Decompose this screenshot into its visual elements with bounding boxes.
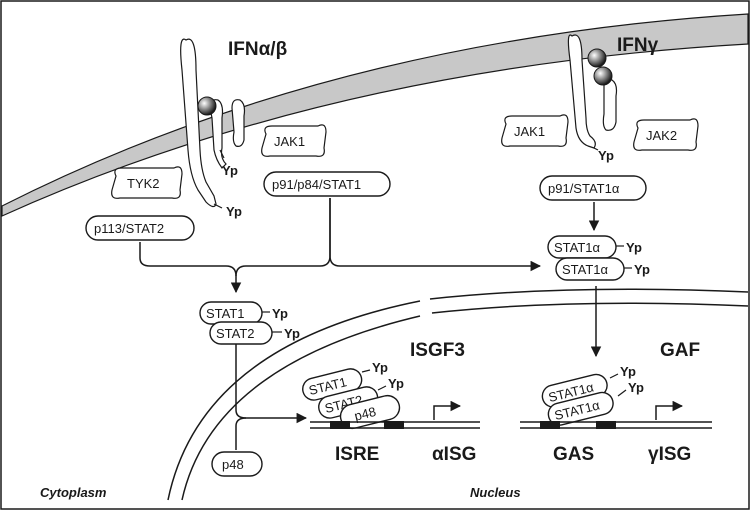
p91-p84-stat1: p91/p84/STAT1: [263, 171, 391, 197]
svg-text:STAT1α: STAT1α: [562, 262, 609, 277]
svg-text:STAT1α: STAT1α: [554, 240, 601, 255]
ifn-ab-receptor-chain-1: [180, 38, 217, 208]
arrow-stat1-to-right-dimer: [329, 198, 542, 272]
ifn-g-ligand-1: [587, 48, 607, 68]
arrow-stat2-to-merge: [139, 242, 242, 294]
isre-dna: [310, 400, 480, 429]
yp-label: Yp: [598, 148, 614, 163]
gas-dna: [520, 400, 712, 429]
ifn-ab-receptor-chain-2: [209, 99, 227, 169]
isgf3-complex: STAT1 Yp STAT2 Yp p48: [302, 360, 404, 430]
gaf-complex: STAT1α Yp STAT1α Yp: [541, 364, 644, 426]
svg-text:JAK1: JAK1: [274, 134, 305, 149]
svg-text:JAK2: JAK2: [646, 128, 677, 143]
svg-text:TYK2: TYK2: [127, 176, 160, 191]
yp-tick: [213, 203, 223, 209]
cell-membrane: [1, 13, 749, 217]
nucleus-label: Nucleus: [470, 485, 521, 500]
yp-label: Yp: [222, 163, 238, 178]
svg-text:p91/STAT1α: p91/STAT1α: [548, 181, 620, 196]
gisg-label: γISG: [648, 444, 691, 465]
isgf3-label: ISGF3: [410, 340, 465, 361]
svg-text:p48: p48: [222, 457, 244, 472]
jak1-right: JAK1: [501, 114, 569, 147]
svg-text:Yp: Yp: [272, 306, 288, 321]
svg-text:STAT1: STAT1: [206, 306, 245, 321]
jak1-left: JAK1: [261, 124, 327, 157]
yp-label: Yp: [226, 204, 242, 219]
svg-text:JAK1: JAK1: [514, 124, 545, 139]
gas-label: GAS: [553, 444, 594, 465]
arrow-stat1-to-merge: [235, 198, 331, 277]
svg-text:p48: p48: [353, 404, 378, 424]
p91-stat1a: p91/STAT1α: [539, 175, 647, 201]
svg-text:Yp: Yp: [628, 380, 644, 395]
stat1a-dimer: STAT1α Yp STAT1α Yp: [547, 235, 650, 281]
svg-text:Yp: Yp: [284, 326, 300, 341]
p113-stat2: p113/STAT2: [85, 215, 195, 241]
p48-cytoplasm: p48: [211, 451, 263, 477]
svg-text:p91/p84/STAT1: p91/p84/STAT1: [272, 177, 361, 192]
yp-tick: [593, 147, 599, 151]
tyk2: TYK2: [111, 166, 183, 199]
svg-text:Yp: Yp: [626, 240, 642, 255]
nuclear-envelope: [167, 288, 749, 501]
ifn-g-receptor-chain-2: [602, 79, 618, 131]
svg-text:STAT2: STAT2: [216, 326, 255, 341]
svg-text:Yp: Yp: [388, 376, 404, 391]
ifn-ab-ligand: [197, 96, 217, 116]
ifn-g-receptor-chain-1: [567, 34, 596, 149]
ifn-g-ligand-2: [593, 66, 613, 86]
isre-label: ISRE: [335, 444, 379, 465]
aisg-label: αISG: [432, 444, 476, 465]
svg-text:p113/STAT2: p113/STAT2: [94, 221, 164, 236]
arrow-p48-to-isgf3: [235, 417, 247, 450]
svg-text:Yp: Yp: [372, 360, 388, 375]
svg-text:Yp: Yp: [620, 364, 636, 379]
ifn-g-label: IFNγ: [617, 35, 659, 56]
jak2: JAK2: [633, 118, 699, 151]
cytoplasm-label: Cytoplasm: [40, 485, 107, 500]
svg-text:Yp: Yp: [634, 262, 650, 277]
ifn-ab-receptor-chain-3: [231, 99, 246, 147]
stat1-stat2-dimer: STAT1 Yp STAT2 Yp: [199, 301, 300, 345]
yp-tick: [219, 149, 225, 159]
ifn-ab-label: IFNα/β: [228, 39, 287, 60]
gaf-label: GAF: [660, 340, 700, 361]
